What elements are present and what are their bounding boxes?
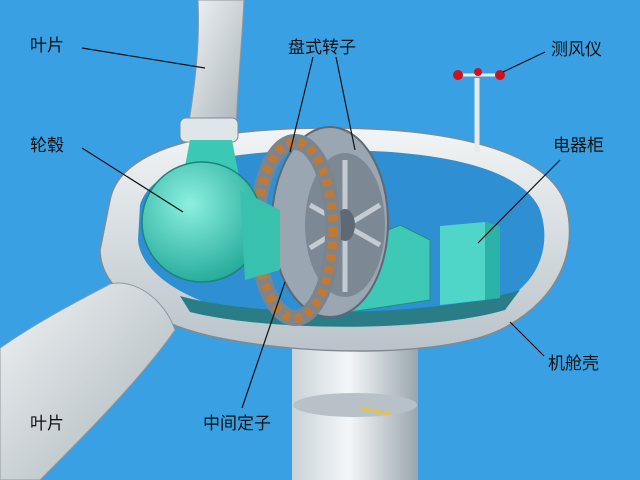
label-electrical-cabinet: 电器柜	[553, 136, 604, 156]
label-blade-top: 叶片	[30, 36, 64, 56]
leader-cabinet	[477, 159, 561, 244]
leader-anemometer	[502, 51, 546, 73]
leader-blade-top	[81, 47, 206, 69]
label-middle-stator: 中间定子	[203, 414, 271, 434]
label-anemometer: 测风仪	[551, 40, 602, 60]
leader-nacelle	[509, 321, 545, 357]
tower	[292, 340, 418, 480]
label-hub: 轮毂	[30, 136, 64, 156]
electrical-cabinet-shape	[440, 222, 500, 305]
label-nacelle-shell: 机舱壳	[548, 354, 599, 374]
blade-bottom-shape	[0, 282, 176, 480]
leader-disc-rotor-left	[289, 56, 314, 153]
leader-stator	[241, 281, 286, 409]
label-disc-rotor: 盘式转子	[288, 38, 356, 58]
leader-lines	[81, 47, 561, 409]
leader-disc-rotor-right	[335, 56, 356, 151]
anemometer-shape	[453, 68, 505, 152]
hub-shape	[141, 117, 280, 283]
leader-hub	[81, 147, 184, 213]
label-blade-bottom: 叶片	[30, 414, 64, 434]
